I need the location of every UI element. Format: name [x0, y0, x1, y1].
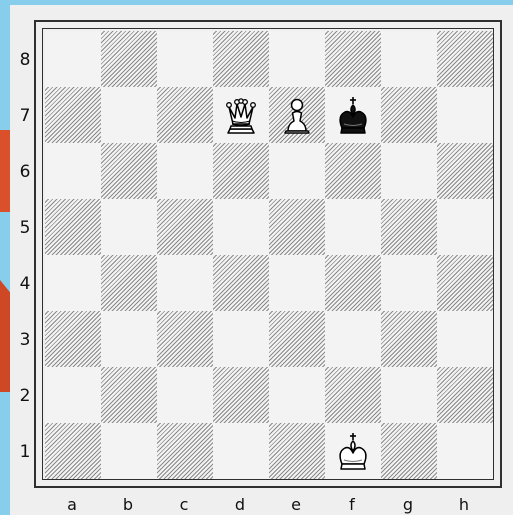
square-d8[interactable]: [213, 31, 269, 87]
square-f1[interactable]: [325, 423, 381, 479]
square-d1[interactable]: [213, 423, 269, 479]
square-f6[interactable]: [325, 143, 381, 199]
square-g3[interactable]: [381, 311, 437, 367]
square-f5[interactable]: [325, 199, 381, 255]
white-king-icon[interactable]: [331, 429, 375, 473]
square-h1[interactable]: [437, 423, 493, 479]
file-label-g: g: [380, 495, 436, 514]
square-h5[interactable]: [437, 199, 493, 255]
square-f3[interactable]: [325, 311, 381, 367]
square-e3[interactable]: [269, 311, 325, 367]
square-h7[interactable]: [437, 87, 493, 143]
square-g2[interactable]: [381, 367, 437, 423]
square-a4[interactable]: [45, 255, 101, 311]
chessboard[interactable]: [45, 31, 493, 479]
square-f8[interactable]: [325, 31, 381, 87]
square-b8[interactable]: [101, 31, 157, 87]
square-b4[interactable]: [101, 255, 157, 311]
square-d2[interactable]: [213, 367, 269, 423]
square-e1[interactable]: [269, 423, 325, 479]
square-a5[interactable]: [45, 199, 101, 255]
square-c7[interactable]: [157, 87, 213, 143]
file-label-e: e: [268, 495, 324, 514]
square-d7[interactable]: [213, 87, 269, 143]
square-d3[interactable]: [213, 311, 269, 367]
square-a8[interactable]: [45, 31, 101, 87]
square-d5[interactable]: [213, 199, 269, 255]
square-a3[interactable]: [45, 311, 101, 367]
square-c5[interactable]: [157, 199, 213, 255]
square-b1[interactable]: [101, 423, 157, 479]
file-label-a: a: [44, 495, 100, 514]
square-a6[interactable]: [45, 143, 101, 199]
square-e5[interactable]: [269, 199, 325, 255]
file-label-b: b: [100, 495, 156, 514]
square-e7[interactable]: [269, 87, 325, 143]
square-c1[interactable]: [157, 423, 213, 479]
square-f2[interactable]: [325, 367, 381, 423]
square-g5[interactable]: [381, 199, 437, 255]
square-e6[interactable]: [269, 143, 325, 199]
square-a7[interactable]: [45, 87, 101, 143]
square-g7[interactable]: [381, 87, 437, 143]
square-e4[interactable]: [269, 255, 325, 311]
file-labels: a b c d e f g h: [44, 489, 494, 515]
white-pawn-icon[interactable]: [275, 93, 319, 137]
square-f7[interactable]: [325, 87, 381, 143]
square-c6[interactable]: [157, 143, 213, 199]
square-h3[interactable]: [437, 311, 493, 367]
square-c3[interactable]: [157, 311, 213, 367]
square-c2[interactable]: [157, 367, 213, 423]
square-e2[interactable]: [269, 367, 325, 423]
square-h8[interactable]: [437, 31, 493, 87]
square-a2[interactable]: [45, 367, 101, 423]
square-b6[interactable]: [101, 143, 157, 199]
square-g8[interactable]: [381, 31, 437, 87]
square-f4[interactable]: [325, 255, 381, 311]
square-g6[interactable]: [381, 143, 437, 199]
square-c4[interactable]: [157, 255, 213, 311]
square-d6[interactable]: [213, 143, 269, 199]
square-d4[interactable]: [213, 255, 269, 311]
file-label-f: f: [324, 495, 380, 514]
square-b2[interactable]: [101, 367, 157, 423]
square-h4[interactable]: [437, 255, 493, 311]
square-h6[interactable]: [437, 143, 493, 199]
square-b3[interactable]: [101, 311, 157, 367]
white-queen-icon[interactable]: [219, 93, 263, 137]
square-c8[interactable]: [157, 31, 213, 87]
square-a1[interactable]: [45, 423, 101, 479]
square-g1[interactable]: [381, 423, 437, 479]
square-b7[interactable]: [101, 87, 157, 143]
square-e8[interactable]: [269, 31, 325, 87]
square-b5[interactable]: [101, 199, 157, 255]
black-king-icon[interactable]: [331, 93, 375, 137]
square-g4[interactable]: [381, 255, 437, 311]
file-label-c: c: [156, 495, 212, 514]
file-label-h: h: [436, 495, 492, 514]
square-h2[interactable]: [437, 367, 493, 423]
file-label-d: d: [212, 495, 268, 514]
